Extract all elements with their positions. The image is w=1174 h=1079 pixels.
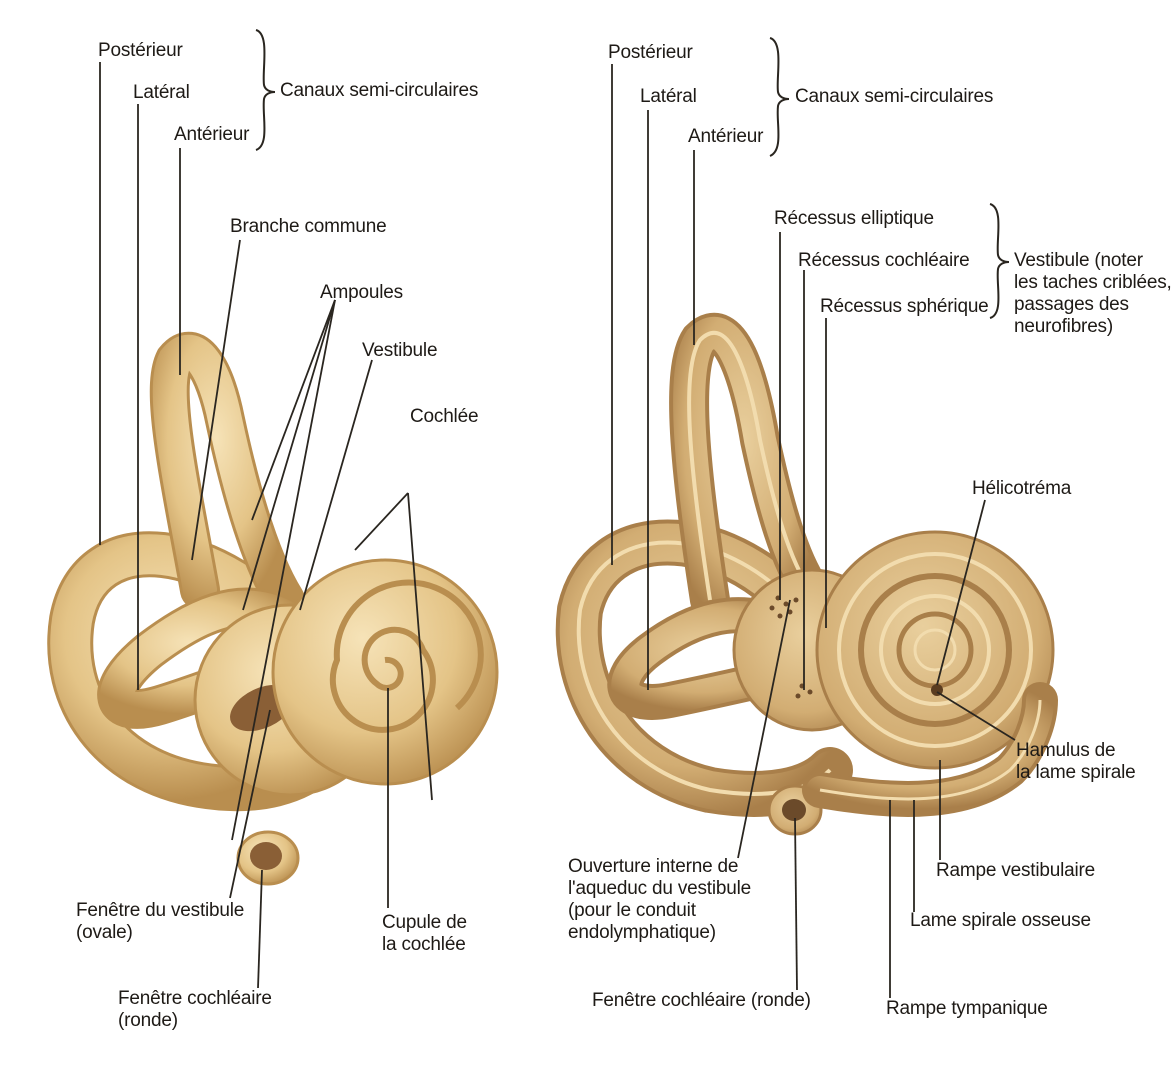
left-leader-fenetre-cochleaire bbox=[258, 870, 262, 988]
label-right-anterieur: Antérieur bbox=[688, 126, 763, 148]
label-right-vestibule-note: Vestibule (noter les taches criblées, pa… bbox=[1014, 250, 1172, 338]
right-leader-fenetre-cochleaire bbox=[795, 818, 797, 990]
label-right-recessus-elliptique: Récessus elliptique bbox=[774, 208, 934, 230]
label-left-branche-commune: Branche commune bbox=[230, 216, 386, 238]
left-leader-ampoules-1 bbox=[252, 300, 335, 520]
left-labyrinth-illustration bbox=[70, 352, 497, 884]
label-right-posterieur: Postérieur bbox=[608, 42, 693, 64]
label-left-anterieur: Antérieur bbox=[174, 124, 249, 146]
label-right-recessus-spherique: Récessus sphérique bbox=[820, 296, 989, 318]
label-right-hamulus: Hamulus de la lame spirale bbox=[1016, 740, 1136, 784]
label-left-vestibule: Vestibule bbox=[362, 340, 437, 362]
left-canals-brace bbox=[256, 30, 275, 150]
right-labyrinth-illustration bbox=[579, 333, 1053, 834]
label-left-cupule: Cupule de la cochlée bbox=[382, 912, 467, 956]
label-right-canaux: Canaux semi-circulaires bbox=[795, 86, 993, 108]
left-leader-ampoules-2 bbox=[243, 300, 335, 610]
label-left-canaux: Canaux semi-circulaires bbox=[280, 80, 478, 102]
label-right-fenetre-cochleaire: Fenêtre cochléaire (ronde) bbox=[592, 990, 811, 1012]
braces bbox=[256, 30, 1009, 318]
label-left-lateral: Latéral bbox=[133, 82, 190, 104]
left-leader-cochlee-1 bbox=[355, 493, 408, 550]
right-vestibule-brace bbox=[990, 204, 1009, 318]
label-right-rampe-vestibulaire: Rampe vestibulaire bbox=[936, 860, 1095, 882]
label-left-cochlee: Cochlée bbox=[410, 406, 478, 428]
right-canals-brace bbox=[770, 38, 789, 156]
label-right-recessus-cochleaire: Récessus cochléaire bbox=[798, 250, 970, 272]
label-right-rampe-tympanique: Rampe tympanique bbox=[886, 998, 1048, 1020]
left-cochlea bbox=[273, 560, 497, 784]
label-left-fenetre-vestibule: Fenêtre du vestibule (ovale) bbox=[76, 900, 244, 944]
label-left-fenetre-cochleaire: Fenêtre cochléaire (ronde) bbox=[118, 988, 272, 1032]
label-right-ouverture: Ouverture interne de l'aqueduc du vestib… bbox=[568, 856, 751, 944]
label-left-ampoules: Ampoules bbox=[320, 282, 403, 304]
label-left-posterieur: Postérieur bbox=[98, 40, 183, 62]
label-right-helicotrema: Hélicotréma bbox=[972, 478, 1071, 500]
label-right-lateral: Latéral bbox=[640, 86, 697, 108]
label-right-lame-spirale: Lame spirale osseuse bbox=[910, 910, 1091, 932]
